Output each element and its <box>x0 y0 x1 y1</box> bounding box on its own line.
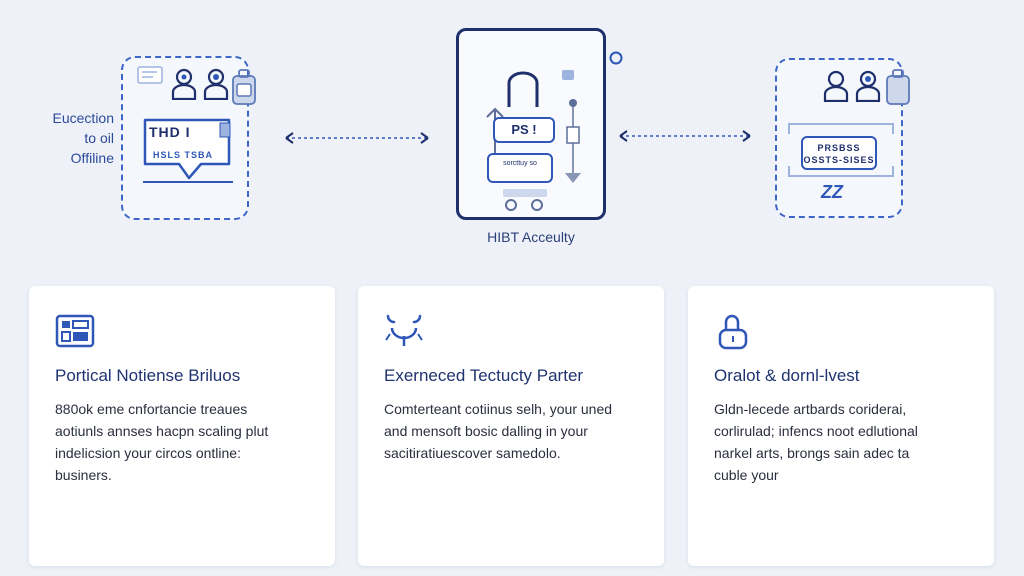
card-body-line: sacitiratiuescover samedolo. <box>384 445 561 461</box>
node-cluster-icon <box>503 189 547 211</box>
sleep-glyph: ZZ <box>821 182 843 202</box>
card-title: Exerneced Tectucty Parter <box>384 366 584 385</box>
person-icon <box>171 68 197 100</box>
side-label-line-3: Offiline <box>70 150 114 166</box>
connector-left <box>285 132 429 144</box>
side-label-line-1: Eucection <box>52 110 114 126</box>
center-device: PS ! sorcttuy so <box>456 28 606 220</box>
device-caption: HIBT Acceulty <box>487 229 575 245</box>
flag-icon <box>219 122 231 138</box>
card-body-line: corlirulad; infencs noot edlutional <box>714 423 918 439</box>
feature-card-1: Portical Notiense Briluos 880ok eme cnfo… <box>29 286 335 566</box>
lock-icon <box>507 71 539 107</box>
feature-card-3: Oralot & dornl-lvest Gldn-lecede artbard… <box>688 286 994 566</box>
device-icon <box>886 69 910 105</box>
person-icon <box>823 70 849 102</box>
device-label: PS ! <box>493 117 555 143</box>
card-body-line: businers. <box>55 467 112 483</box>
device-small-text: sorcttuy so <box>487 153 553 183</box>
card-body: Comterteant cotiinus selh, your uned and… <box>384 398 644 464</box>
side-label-line-2: to oil <box>84 130 114 146</box>
offline-node-panel: THD I HSLS TSBA <box>121 56 256 220</box>
right-label: PRSBSS OSSTS-SISES <box>801 136 877 170</box>
online-node-panel: PRSBSS OSSTS-SISES ZZ <box>775 58 910 218</box>
left-label-top: THD I <box>149 124 191 140</box>
crab-icon <box>385 314 423 346</box>
grid-document-icon <box>55 314 95 348</box>
down-arrow-icon <box>565 99 581 183</box>
card-body-line: and mensoft bosic dalling in your <box>384 423 588 439</box>
card-body-line: aotiunls annses hacpn scaling plut <box>55 423 269 439</box>
card-body-line: indelicsion your circos ontline: <box>55 445 241 461</box>
device-icon <box>232 69 256 105</box>
card-body-line: Gldn-lecede artbards coriderai, <box>714 401 907 417</box>
card-title: Oralot & dornl-lvest <box>714 366 860 385</box>
ring-icon <box>609 51 623 65</box>
settings-icon <box>562 70 574 80</box>
user-badge-icon <box>855 70 881 102</box>
bracket-frame <box>788 123 894 177</box>
user-badge-icon <box>203 68 229 100</box>
card-body-line: narkel arts, brongs sain adec ta <box>714 445 910 461</box>
right-label-top: PRSBSS <box>817 143 861 153</box>
card-body-line: cuble your <box>714 467 779 483</box>
card-title: Portical Notiense Briluos <box>55 366 241 385</box>
feature-card-2: Exerneced Tectucty Parter Comterteant co… <box>358 286 664 566</box>
right-label-bottom: OSSTS-SISES <box>803 155 875 165</box>
card-body-line: 880ok eme cnfortancie treaues <box>55 401 248 417</box>
card-body: Gldn-lecede artbards coriderai, corlirul… <box>714 398 974 486</box>
left-label-bottom: HSLS TSBA <box>153 150 214 160</box>
card-body: 880ok eme cnfortancie treaues aotiunls a… <box>55 398 315 486</box>
note-icon <box>137 66 163 84</box>
card-body-line: Comterteant cotiinus selh, your uned <box>384 401 613 417</box>
side-label: Eucection to oil Offiline <box>34 108 114 168</box>
connector-right <box>619 130 751 142</box>
vault-lock-icon <box>718 314 748 350</box>
